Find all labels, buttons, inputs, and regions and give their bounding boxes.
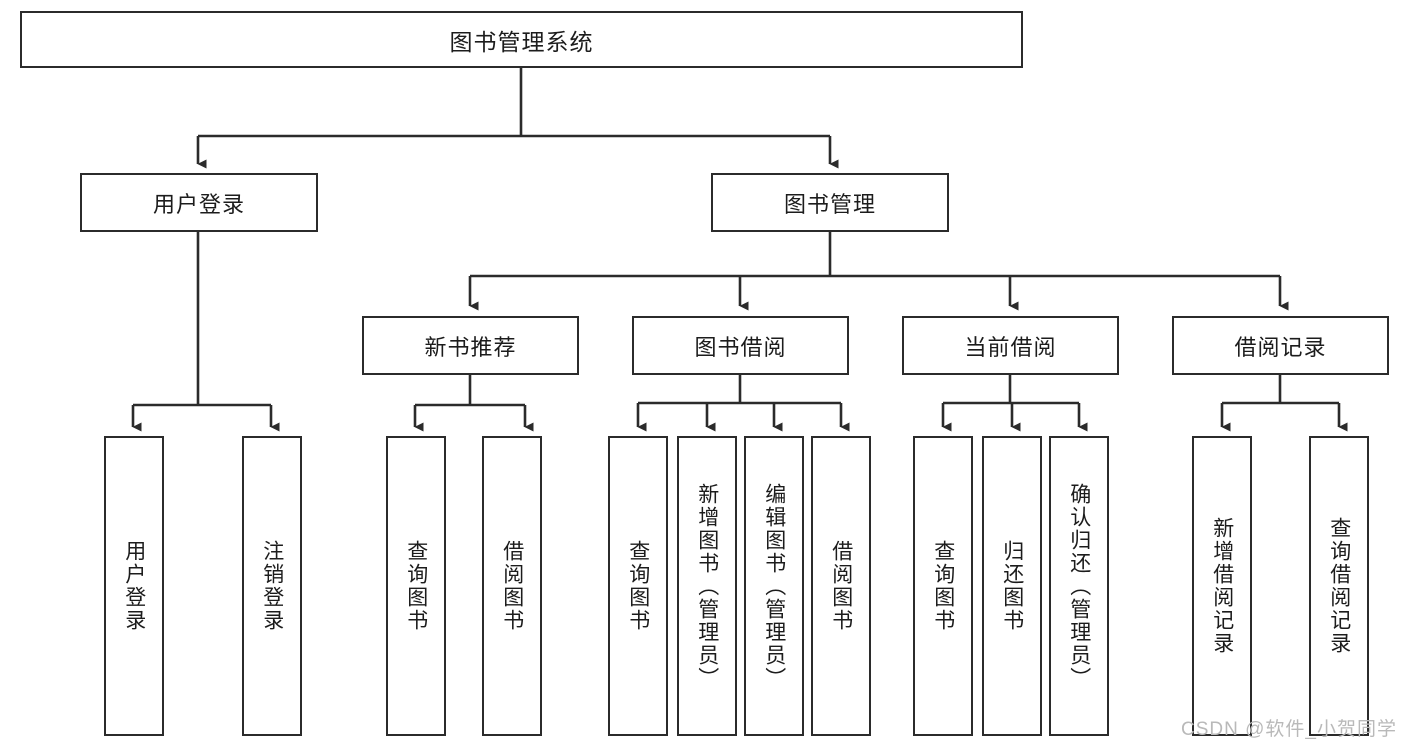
node-leaf-confirm-return-label: 确认归还（管理员） [1067, 482, 1091, 690]
node-new-book-rec-label: 新书推荐 [424, 334, 517, 360]
node-user-login-label: 用户登录 [152, 191, 245, 217]
node-leaf-query-book-3[interactable]: 查询图书 [913, 436, 973, 736]
node-leaf-borrow-book-2-label: 借阅图书 [829, 540, 853, 632]
node-leaf-user-logout[interactable]: 注销登录 [242, 436, 302, 736]
node-leaf-query-book-2-label: 查询图书 [626, 540, 650, 632]
node-leaf-edit-book-label: 编辑图书（管理员） [762, 482, 786, 690]
node-book-manage[interactable]: 图书管理 [711, 173, 949, 232]
node-leaf-add-record-label: 新增借阅记录 [1210, 517, 1234, 655]
node-root-system[interactable]: 图书管理系统 [20, 11, 1023, 68]
node-leaf-edit-book[interactable]: 编辑图书（管理员） [744, 436, 804, 736]
node-book-manage-label: 图书管理 [783, 191, 876, 217]
node-borrow-record-label: 借阅记录 [1234, 334, 1327, 360]
node-leaf-borrow-book-2[interactable]: 借阅图书 [811, 436, 871, 736]
node-root-system-label: 图书管理系统 [449, 28, 594, 55]
node-leaf-query-book-1[interactable]: 查询图书 [386, 436, 446, 736]
node-book-borrow-label: 图书借阅 [694, 334, 787, 360]
node-borrow-record[interactable]: 借阅记录 [1172, 316, 1389, 375]
node-leaf-query-record[interactable]: 查询借阅记录 [1309, 436, 1369, 736]
node-user-login[interactable]: 用户登录 [80, 173, 318, 232]
node-leaf-query-book-1-label: 查询图书 [404, 540, 428, 632]
node-leaf-borrow-book-1[interactable]: 借阅图书 [482, 436, 542, 736]
node-leaf-return-book[interactable]: 归还图书 [982, 436, 1042, 736]
node-current-borrow-label: 当前借阅 [964, 334, 1057, 360]
node-leaf-query-book-3-label: 查询图书 [931, 540, 955, 632]
node-leaf-user-logout-label: 注销登录 [260, 540, 284, 632]
node-leaf-query-record-label: 查询借阅记录 [1327, 517, 1351, 655]
node-leaf-add-record[interactable]: 新增借阅记录 [1192, 436, 1252, 736]
node-leaf-return-book-label: 归还图书 [1000, 540, 1024, 632]
node-leaf-add-book[interactable]: 新增图书（管理员） [677, 436, 737, 736]
node-book-borrow[interactable]: 图书借阅 [632, 316, 849, 375]
node-leaf-borrow-book-1-label: 借阅图书 [500, 540, 524, 632]
node-leaf-add-book-label: 新增图书（管理员） [695, 482, 719, 690]
node-leaf-query-book-2[interactable]: 查询图书 [608, 436, 668, 736]
node-current-borrow[interactable]: 当前借阅 [902, 316, 1119, 375]
node-leaf-confirm-return[interactable]: 确认归还（管理员） [1049, 436, 1109, 736]
node-leaf-user-login-label: 用户登录 [122, 540, 146, 632]
node-leaf-user-login[interactable]: 用户登录 [104, 436, 164, 736]
node-new-book-rec[interactable]: 新书推荐 [362, 316, 579, 375]
